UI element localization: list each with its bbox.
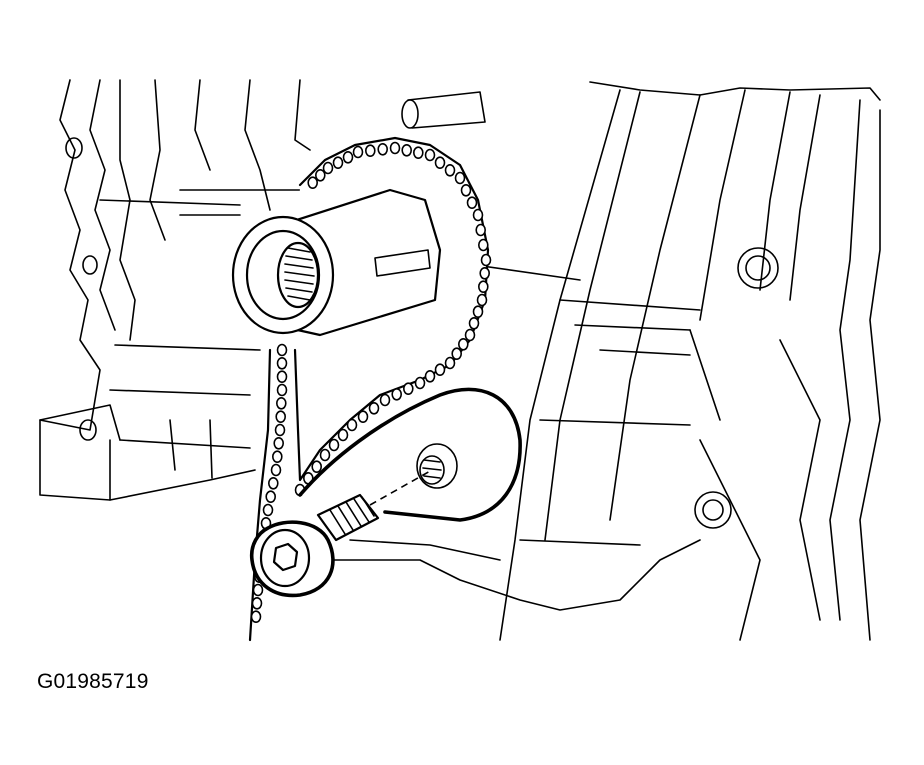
- chain-link: [314, 169, 326, 182]
- chain-link: [364, 144, 376, 157]
- chain-link: [460, 184, 472, 197]
- chain-link: [276, 370, 288, 384]
- chain-link: [332, 156, 344, 169]
- chain-link: [252, 583, 264, 597]
- chain-link: [479, 266, 491, 280]
- chain-link: [346, 418, 358, 432]
- chain-link: [379, 393, 391, 407]
- chain-link: [273, 436, 285, 450]
- chain-link: [454, 171, 466, 185]
- chain-link: [451, 347, 463, 361]
- chain-link: [274, 423, 286, 437]
- chain-link: [434, 363, 446, 377]
- chain-link: [477, 280, 489, 294]
- chain-link: [322, 161, 334, 175]
- chain-link: [444, 356, 456, 370]
- chain-tensioner-arm: [298, 387, 522, 522]
- chain-link: [475, 223, 487, 237]
- chain-link: [265, 490, 277, 504]
- oil-nozzle: [231, 188, 442, 337]
- chain-link: [250, 610, 262, 624]
- chain-link: [457, 337, 469, 351]
- chain-link: [262, 503, 274, 517]
- chain-link: [251, 596, 263, 610]
- chain-link: [319, 448, 331, 462]
- chain-link: [276, 343, 288, 357]
- chain-link: [477, 238, 489, 252]
- chain-link: [275, 410, 287, 424]
- chain-link: [424, 148, 436, 162]
- chain-link: [377, 143, 389, 156]
- chain-link: [342, 151, 354, 164]
- chain-link: [276, 383, 288, 397]
- chain-link: [337, 428, 349, 442]
- chain-link: [472, 305, 484, 319]
- figure-code-label: G01985719: [37, 670, 149, 693]
- chain-link: [468, 316, 480, 330]
- chain-link: [368, 401, 380, 415]
- tensioner-bolt: [249, 493, 380, 598]
- chain-link: [328, 438, 340, 452]
- chain-link: [424, 369, 436, 383]
- chain-link: [391, 387, 403, 401]
- chain-link: [276, 356, 288, 370]
- chain-link: [444, 164, 456, 177]
- chain-link: [267, 476, 279, 490]
- engine-block: [39, 79, 881, 641]
- chain-link: [434, 156, 446, 169]
- chain-link: [464, 328, 476, 342]
- chain-link: [311, 460, 323, 474]
- chain-link: [275, 396, 287, 410]
- chain-link: [270, 463, 282, 477]
- chain-link: [389, 141, 401, 155]
- chain-link: [466, 196, 478, 209]
- chain-link: [357, 410, 369, 424]
- chain-link: [414, 376, 426, 390]
- chain-link: [480, 253, 492, 267]
- chain-link: [271, 450, 283, 464]
- chain-link: [352, 145, 364, 159]
- chain-link: [401, 144, 413, 157]
- chain-link: [476, 293, 488, 307]
- chain-link: [402, 382, 414, 396]
- chain-link: [472, 208, 484, 222]
- chain-link: [412, 146, 424, 159]
- chain-link: [307, 176, 319, 189]
